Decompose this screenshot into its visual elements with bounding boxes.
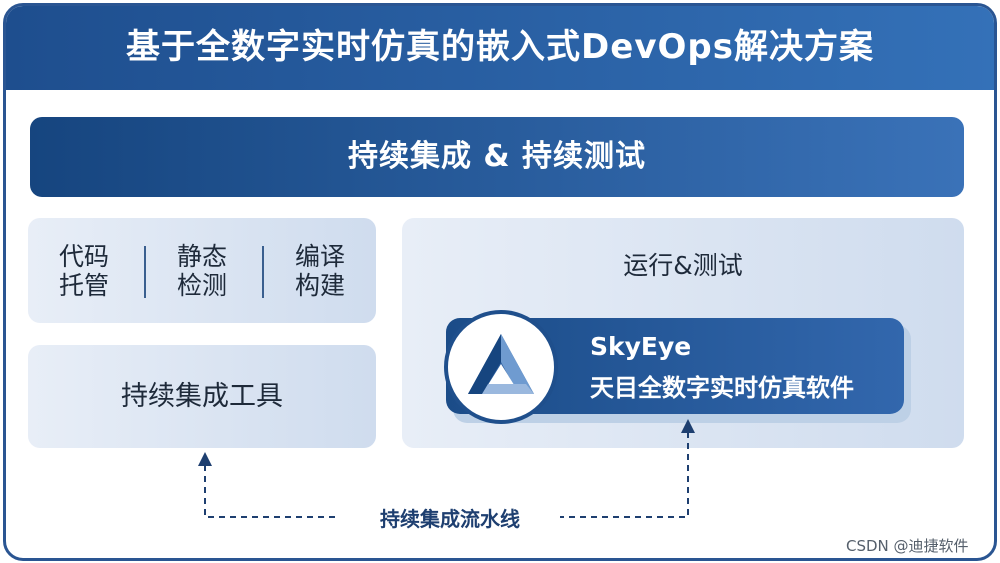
tool-code-hosting-line1: 代码 — [58, 242, 109, 271]
tool-static-check-line1: 静态 — [176, 242, 227, 271]
tool-build-line2: 构建 — [294, 271, 345, 300]
ci-tools-panel: 持续集成工具 — [28, 345, 376, 448]
arrow-up-right — [681, 419, 695, 433]
skyeye-triangle-logo-icon — [468, 334, 534, 394]
tool-separator — [144, 246, 146, 298]
skyeye-logo — [444, 310, 558, 424]
ci-tools-label: 持续集成工具 — [121, 381, 283, 412]
tool-code-hosting-line2: 托管 — [58, 271, 109, 300]
tool-build: 编译 构建 — [280, 242, 360, 300]
arrow-up-left — [198, 452, 212, 466]
pipeline-label: 持续集成流水线 — [340, 503, 560, 532]
tool-static-check: 静态 检测 — [162, 242, 242, 300]
tool-static-check-line2: 检测 — [176, 271, 227, 300]
skyeye-description: 天目全数字实时仿真软件 — [590, 374, 854, 402]
skyeye-name: SkyEye — [590, 332, 692, 361]
ci-ct-bar: 持续集成 & 持续测试 — [30, 117, 964, 197]
watermark: CSDN @迪捷软件 — [846, 537, 969, 555]
tool-code-hosting: 代码 托管 — [44, 242, 124, 300]
tool-separator — [262, 246, 264, 298]
run-test-label: 运行&测试 — [623, 251, 743, 280]
page-title: 基于全数字实时仿真的嵌入式DevOps解决方案 — [6, 6, 994, 90]
tool-build-line1: 编译 — [294, 242, 345, 271]
tools-panel: 代码 托管 静态 检测 编译 构建 — [28, 218, 376, 323]
